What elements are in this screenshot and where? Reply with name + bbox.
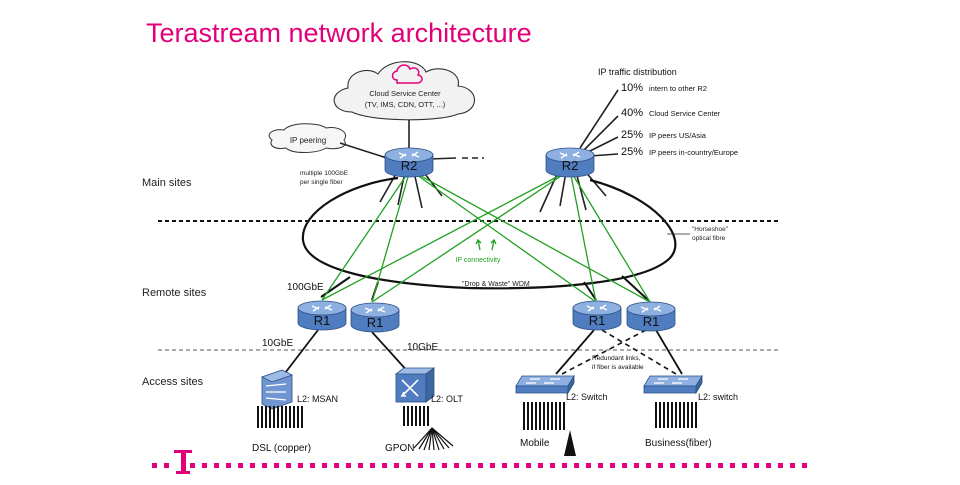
cloud-label-line2: (TV, IMS, CDN, OTT, ...) [365,100,446,109]
horseshoe-note-line1: "Horseshoe" [692,226,729,233]
access-uplinks [281,329,683,378]
router-r1-1: R1 [297,300,347,331]
router-label: R1 [367,315,384,330]
mobile-label: Mobile [520,438,550,449]
ip-connectivity-label: IP connectivity [455,257,501,264]
router-r1-3: R1 [572,300,622,331]
ip-peering-cloud: IP peering [268,123,346,153]
router-r1-4: R1 [626,301,676,332]
ip-peering-label: IP peering [290,136,326,145]
traffic-pct: 25% [621,146,643,158]
gpon-lines [403,406,429,426]
horseshoe-fibre [301,176,677,290]
peering-link [339,142,394,161]
traffic-pct: 10% [621,82,643,94]
mobile-lines [523,402,565,430]
cloud-service-center: Cloud Service Center (TV, IMS, CDN, OTT,… [333,61,475,121]
traffic-distribution: IP traffic distribution 10% intern to ot… [598,67,738,158]
router-label: R1 [589,313,606,328]
traffic-pct: 25% [621,129,643,141]
redundant-note-line2: if fiber is available [592,364,644,371]
cell-tower-icon [564,430,576,456]
dsl-label: DSL (copper) [252,443,311,454]
olt-icon [400,379,419,397]
switch-1-device [515,375,575,394]
switch-1-label: L2: Switch [566,392,608,402]
traffic-text: Cloud Service Center [649,109,721,118]
redundant-note-line1: Redundant links, [592,355,641,362]
olt-label: L2: OLT [431,394,463,404]
switch-2-label: L2: switch [698,392,738,402]
switch-2-device [643,375,703,394]
router-label: R2 [401,158,418,173]
msan-icon [265,383,287,401]
router-label: R1 [314,313,331,328]
fibre-drop-4 [621,275,649,301]
router-label: R1 [643,314,660,329]
r2-stub-link [429,157,457,160]
r2-local-links [379,169,607,213]
gpon-label: GPON [385,443,414,454]
zone-label-access: Access sites [142,376,204,388]
zone-label-remote: Remote sites [142,287,207,299]
ip-connectivity-links [321,169,651,303]
fiber-note-line1: multiple 100GbE [300,170,349,177]
speed-10gbe-left: 10GbE [262,338,293,349]
msan-device [260,369,294,410]
router-r1-2: R1 [350,302,400,333]
fiber-note-line2: per single fiber [300,179,343,186]
traffic-pct: 40% [621,107,643,119]
fibre-drop-3 [583,281,597,301]
router-r2-right: R2 [545,147,595,178]
slide-title: Terastream network architecture [146,18,532,48]
router-label: R2 [562,158,579,173]
cloud-label-line1: Cloud Service Center [369,89,441,98]
business-lines [655,402,697,428]
olt-device [394,367,436,403]
zone-label-main: Main sites [142,177,192,189]
traffic-text: IP peers in-country/Europe [649,148,738,157]
traffic-title: IP traffic distribution [598,67,677,77]
traffic-text: intern to other R2 [649,84,707,93]
traffic-text: IP peers US/Asia [649,131,707,140]
horseshoe-note-line2: optical fibre [692,235,726,242]
dsl-lines [257,406,303,428]
router-r2-left: R2 [384,147,434,178]
r2-traffic-links [579,89,619,157]
msan-label: L2: MSAN [297,394,338,404]
cloud-icon [391,64,423,84]
drop-waste-label: "Drop & Waste" WDM [462,281,530,288]
speed-100gbe: 100GbE [287,282,324,293]
gpon-fan [413,427,454,451]
footer-brand-line [152,463,807,468]
speed-10gbe-right: 10GbE [407,342,438,353]
business-label: Business(fiber) [645,438,712,449]
redundant-links [561,329,677,375]
t-logo-icon [174,450,192,474]
